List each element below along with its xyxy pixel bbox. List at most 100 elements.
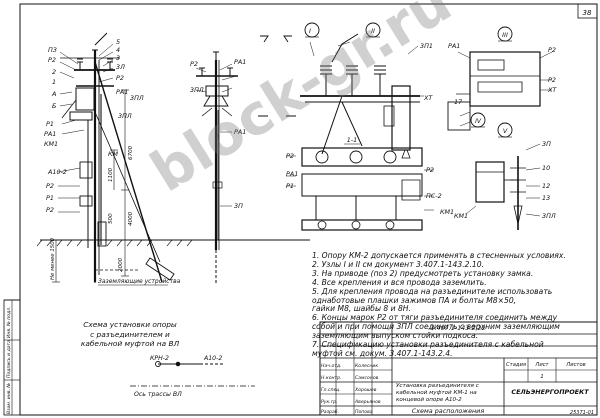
label-pole1-KM1: КМ1 (44, 140, 58, 148)
label-pole1-PZ: ПЗ (48, 46, 57, 54)
label-detail-P2b: Р2 (548, 76, 556, 84)
section-1-1 (286, 147, 434, 231)
pole-2-side-view (195, 51, 238, 284)
label-pole1-KM: КМ (108, 150, 119, 158)
title-name-1: Самсонов (355, 375, 379, 381)
title-block (319, 321, 598, 416)
view-II-label: II (371, 27, 375, 35)
label-detail-P2: Р2 (548, 46, 556, 54)
scheme-label-left: КРН-2 (150, 355, 169, 362)
label-detail-3P1: 3П1 (420, 42, 433, 50)
note-line-1: 1. Опору КМ-2 допускается применять в ст… (312, 251, 566, 260)
label-detail-XT: ХТ (423, 94, 433, 102)
label-pole2-P2: Р2 (190, 60, 198, 68)
label-v-3P: 3П (542, 140, 551, 148)
label-pole1-2: 2 (52, 68, 56, 76)
view-IV-V (465, 112, 541, 230)
label-v-KM1: КМ1 (454, 212, 468, 220)
dim-1100: 1100 (108, 167, 114, 182)
drawing-labels: 5 4 3 3Л Р2 ПЗ Р2 РА1 2 1 А Б Р1 РА1 КМ1… (6, 9, 594, 416)
installation-scheme (130, 361, 255, 387)
title-col-sheet: Лист (534, 362, 549, 368)
label-pole1-3L: 3Л (116, 63, 125, 71)
title-company: СЕЛЬЭНЕРГОПРОЕКТ (511, 388, 589, 396)
margin-stamp-2: Подпись и дата (6, 340, 12, 378)
label-pole1-P2c: Р2 (46, 182, 54, 190)
depth-label: Не менее 1500 (50, 237, 56, 280)
label-sec-KM1: КМ1 (440, 208, 454, 216)
label-pole1-A10-2: А10-2 (47, 168, 67, 176)
note-line-6: однаботовые плашки зажимов ПА и болты М8… (312, 295, 517, 305)
section-1-1-label: 1-1 (347, 136, 357, 144)
scheme-title-line-2: с разъединителем и (90, 329, 170, 339)
view-I-label: I (309, 27, 311, 35)
title-doc-code: 3.407.1-143.2.22 (430, 324, 485, 332)
title-col-stage: Стадия (506, 362, 526, 368)
label-pole1-P2d: Р2 (46, 206, 54, 214)
note-line-8: 6. Концы марок Р2 от тяги разъединителя … (312, 313, 558, 323)
dim-500: 500 (108, 213, 114, 224)
title-role-2: Гл.спец. (321, 387, 341, 393)
dim-4000: 4000 (128, 211, 134, 226)
label-v-12: 12 (542, 182, 550, 190)
title-sheet-value: 1 (540, 374, 544, 380)
label-v-10: 10 (542, 164, 550, 172)
title-role-0: Нач.отд. (321, 363, 342, 369)
label-pole1-P2b: Р2 (48, 56, 56, 64)
title-col-sheets: Листов (565, 362, 585, 368)
title-name-0: Колесник (355, 363, 378, 369)
label-sec-P2: Р2 (286, 152, 294, 160)
label-pole2-PA1: РА1 (234, 58, 246, 66)
label-pole1-4: 4 (116, 46, 120, 54)
note-line-5: 5. Для крепления провода на разъединител… (312, 286, 553, 296)
pole-1-elevation (36, 32, 310, 284)
scheme-axis-label: Ось трассы ВЛ (134, 391, 182, 398)
note-line-12: муфтой см. докум. 3.407.1-143.2.4. (312, 348, 453, 358)
label-sec-P2b: Р2 (426, 166, 434, 174)
label-v-3PL: 3ПЛ (542, 212, 556, 220)
title-name-2: Хорошев (354, 387, 377, 393)
label-pole1-PA1: РА1 (116, 88, 128, 96)
label-sec-P1: Р1 (286, 182, 294, 190)
label-pole1-3: 3 (116, 54, 120, 62)
note-line-10: заземляющим выпуском стойки подкоса. (312, 331, 479, 341)
view-IV-label: IV (475, 118, 482, 125)
label-pole1-1: 1 (52, 78, 56, 86)
title-subtitle: Схема расположения (412, 407, 485, 415)
title-name-4: Попова (355, 409, 373, 415)
label-iii-17: 17 (454, 98, 462, 106)
scheme-label-right: А10-2 (203, 355, 222, 362)
bottom-code: 25371-01 (570, 410, 594, 416)
page-number: 38 (583, 9, 592, 17)
note-line-11: 7. Спецификацию установки разъединителя … (312, 340, 544, 350)
section-markers (258, 35, 296, 117)
view-III (447, 26, 553, 131)
title-role-1: Н.контр. (321, 375, 342, 381)
note-line-7: гайки М8, шайбы 8 и 8Н. (312, 304, 411, 314)
margin-stamp-3: Взам. инв. № (6, 383, 12, 414)
label-pole2-PA1b: РА1 (234, 128, 246, 136)
label-pole1-P2: Р2 (116, 74, 124, 82)
label-pole1-P1: Р1 (46, 120, 54, 128)
dim-2000: 2000 (118, 257, 124, 272)
label-pole1-P1b: Р1 (46, 194, 54, 202)
note-line-9: собой и при помощи 3ПЛ соединить с верхн… (312, 322, 560, 332)
note-line-2: 2. Узлы I и II см документ 3.407.1-143.2… (312, 259, 484, 269)
view-V-label: V (503, 127, 508, 135)
page-number-box (577, 3, 598, 19)
label-pole1-5: 5 (116, 38, 120, 46)
label-pole1-3PLb: 3ПЛ (130, 94, 144, 102)
label-detail-PA1: РА1 (448, 42, 460, 50)
title-role-4: Разраб. (321, 409, 339, 415)
label-v-13: 13 (542, 194, 550, 202)
title-role-3: Рук.гр. (321, 399, 338, 405)
label-detail-XTb: ХТ (547, 86, 557, 94)
view-III-label: III (502, 31, 508, 39)
margin-stamp-1: Инв. № подл. (6, 306, 12, 338)
title-description: Установка разъединителя с кабельной муфт… (396, 383, 479, 403)
label-pole2-3PL: 3ПЛ (190, 86, 204, 94)
title-name-3: Аверьянов (354, 399, 381, 405)
label-pole1-B: Б (52, 102, 57, 110)
